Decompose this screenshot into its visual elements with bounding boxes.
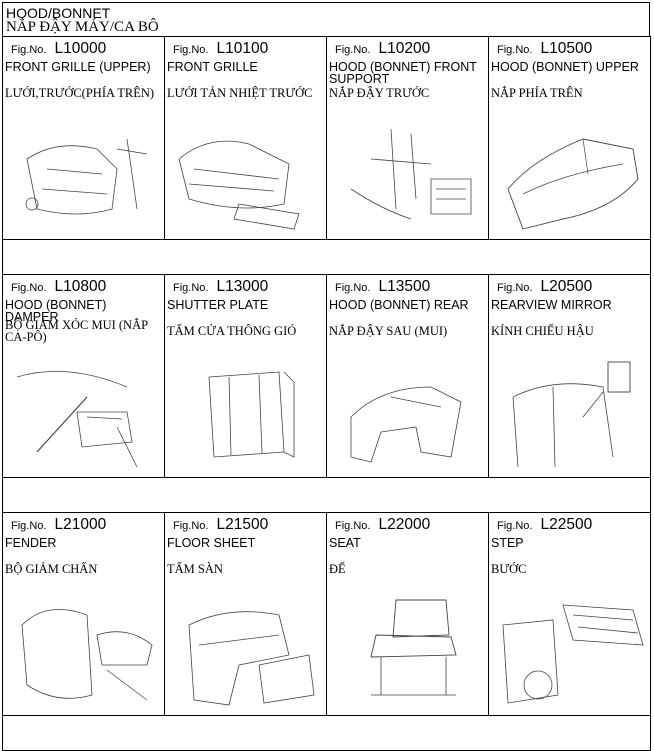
hood-rear-drawing[interactable] (331, 357, 483, 469)
fig-label: Fig.No. (335, 44, 371, 56)
part-name-vi: ĐẾ (329, 562, 346, 576)
fig-code[interactable]: L21000 (54, 516, 107, 533)
fig-label: Fig.No. (497, 520, 533, 532)
part-name-vi: KÍNH CHIẾU HẬU (491, 324, 594, 338)
seat-drawing[interactable] (331, 595, 483, 707)
fig-label: Fig.No. (497, 282, 533, 294)
step-drawing[interactable] (493, 595, 645, 707)
page-title-vi: NẮP ĐẬY MÁY/CA BÔ (6, 19, 159, 35)
fig-number: Fig.No. L21000 (11, 516, 106, 534)
part-name-vi: NẮP PHÍA TRÊN (491, 86, 583, 100)
fender-drawing[interactable] (7, 595, 159, 707)
fig-number: Fig.No. L13000 (173, 278, 268, 296)
hood-damper-drawing[interactable] (7, 357, 159, 469)
page-header: HOOD/BONNET NẮP ĐẬY MÁY/CA BÔ (2, 2, 650, 37)
part-name-en: HOOD (BONNET) FRONT SUPPORT (329, 60, 477, 86)
hood-upper-drawing[interactable] (493, 119, 645, 231)
fig-label: Fig.No. (335, 520, 371, 532)
fig-code[interactable]: L20500 (540, 278, 593, 295)
front-grille-upper-drawing[interactable] (7, 119, 159, 231)
fig-number: Fig.No. L10500 (497, 40, 592, 58)
part-name-vi: NẮP ĐẬY SAU (MUI) (329, 324, 448, 338)
part-name-vi: LƯỚI,TRƯỚC(PHÍA TRÊN) (5, 86, 155, 100)
floor-sheet-drawing[interactable] (169, 595, 321, 707)
front-grille-drawing[interactable] (169, 119, 321, 231)
fig-code[interactable]: L13500 (378, 278, 431, 295)
fig-label: Fig.No. (11, 44, 47, 56)
spacer-cell (2, 239, 651, 275)
part-name-en: FRONT GRILLE (167, 60, 258, 74)
part-name-en: FRONT GRILLE (UPPER) (5, 60, 151, 74)
part-name-vi: BỘ GIẢM XÓC MUI (NẮP CA-PÔ) (5, 318, 148, 344)
part-name-en: FENDER (5, 536, 57, 550)
fig-label: Fig.No. (497, 44, 533, 56)
part-name-en: REARVIEW MIRROR (491, 298, 612, 312)
part-name-vi: TẤM SÀN (167, 562, 223, 576)
part-name-en: STEP (491, 536, 524, 550)
fig-code[interactable]: L10000 (54, 40, 107, 57)
part-name-en: SHUTTER PLATE (167, 298, 269, 312)
part-name-vi: TẤM CỬA THÔNG GIÓ (167, 324, 297, 338)
fig-code[interactable]: L10500 (540, 40, 593, 57)
part-name-en: HOOD (BONNET) UPPER (491, 60, 639, 74)
part-name-en: SEAT (329, 536, 361, 550)
fig-code[interactable]: L22500 (540, 516, 593, 533)
fig-number: Fig.No. L20500 (497, 278, 592, 296)
fig-code[interactable]: L10200 (378, 40, 431, 57)
fig-number: Fig.No. L10100 (173, 40, 268, 58)
fig-code[interactable]: L13000 (216, 278, 269, 295)
fig-code[interactable]: L10800 (54, 278, 107, 295)
part-name-vi: NẮP ĐẬY TRƯỚC (329, 86, 430, 100)
fig-number: Fig.No. L10800 (11, 278, 106, 296)
fig-label: Fig.No. (11, 520, 47, 532)
fig-code[interactable]: L22000 (378, 516, 431, 533)
fig-label: Fig.No. (173, 282, 209, 294)
fig-code[interactable]: L10100 (216, 40, 269, 57)
rearview-mirror-drawing[interactable] (493, 357, 645, 469)
fig-number: Fig.No. L10000 (11, 40, 106, 58)
fig-code[interactable]: L21500 (216, 516, 269, 533)
fig-label: Fig.No. (173, 520, 209, 532)
fig-label: Fig.No. (335, 282, 371, 294)
spacer-cell (2, 477, 651, 513)
shutter-plate-drawing[interactable] (169, 357, 321, 469)
fig-number: Fig.No. L22000 (335, 516, 430, 534)
page-title-en: HOOD/BONNET (6, 5, 111, 21)
spacer-cell (2, 715, 651, 751)
fig-number: Fig.No. L10200 (335, 40, 430, 58)
hood-front-support-drawing[interactable] (331, 119, 483, 231)
fig-label: Fig.No. (173, 44, 209, 56)
part-name-vi: LƯỚI TẢN NHIỆT TRƯỚC (167, 86, 313, 100)
row-spacer (2, 715, 651, 751)
part-name-vi: BỘ GIẢM CHẤN (5, 562, 98, 576)
part-name-vi: BƯỚC (491, 562, 527, 576)
fig-number: Fig.No. L13500 (335, 278, 430, 296)
part-name-en: HOOD (BONNET) REAR (329, 298, 469, 312)
row-spacer (2, 477, 651, 513)
row-spacer (2, 239, 651, 275)
fig-number: Fig.No. L21500 (173, 516, 268, 534)
fig-number: Fig.No. L22500 (497, 516, 592, 534)
part-name-en: HOOD (BONNET) DAMPER (5, 298, 107, 324)
fig-label: Fig.No. (11, 282, 47, 294)
part-name-en: FLOOR SHEET (167, 536, 256, 550)
